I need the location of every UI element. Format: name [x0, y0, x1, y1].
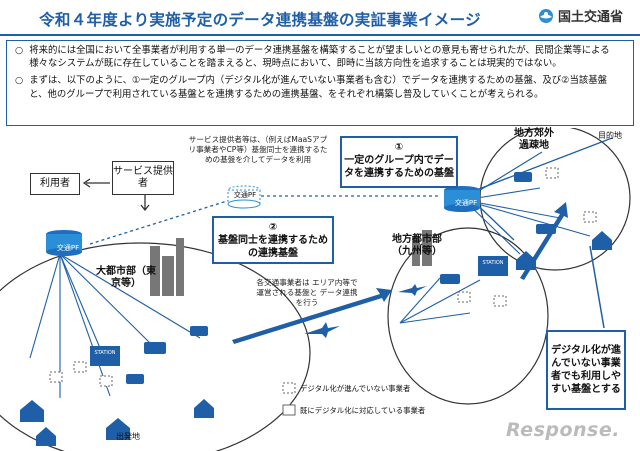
- arrow-to-user-icon: [82, 178, 110, 188]
- user-box: 利用者: [30, 173, 80, 195]
- regional-city-label: 地方都市部（九州等）: [392, 234, 442, 257]
- regional-city-area: [387, 227, 549, 405]
- inter-platform-box: ② 基盤同士を連携するための連携基盤: [212, 216, 334, 264]
- station-label: STATION: [94, 350, 116, 356]
- box-number: ②: [268, 222, 278, 233]
- box-text: 基盤同士を連携するための連携基盤: [218, 235, 328, 259]
- note-item: ○ まずは、以下のように、①一定のグループ内（デジタル化が進んでいない事業者も含…: [15, 74, 625, 100]
- dashed-cylinder-icon: [282, 382, 296, 394]
- digital-note-box: デジタル化が進んでいない事業者でも利用しやすい基盤とする: [546, 330, 626, 410]
- header-rule: [0, 34, 640, 36]
- pf-label-large: 交通PF: [56, 244, 80, 252]
- arrow-down-icon: [140, 195, 150, 211]
- note-text: 将来的には全国において全事業者が利用する単一のデータ連携基盤を構築することが望ま…: [29, 45, 610, 70]
- box-text: 一定のグループ内でデータを連携するための基盤: [344, 155, 454, 179]
- response-watermark: Response.: [506, 419, 620, 441]
- rural-label: 地方郊外過疎地: [514, 128, 554, 151]
- box-number: ①: [394, 142, 404, 153]
- group-platform-box: ① 一定のグループ内でデータを連携するための基盤: [340, 136, 458, 188]
- note-item: ○ 将来的には全国において全事業者が利用する単一のデータ連携基盤を構築することが…: [15, 44, 625, 70]
- legend-non-digital: デジタル化が進んでいない事業者: [282, 382, 410, 394]
- destination-label: 目的地: [598, 131, 622, 140]
- house-icons: [20, 231, 612, 446]
- note-bullet: ○: [15, 75, 24, 87]
- notes-box: ○ 将来的には全国において全事業者が利用する単一のデータ連携基盤を構築することが…: [6, 40, 634, 126]
- diagram-canvas: [0, 128, 631, 451]
- mlit-logo-icon: [539, 8, 553, 23]
- large-city-area: [0, 242, 311, 451]
- operators-callout: 各交通事業者は エリア内等で運営される基盤と データ連携を行う: [256, 278, 358, 307]
- note-text: まずは、以下のように、①一定のグループ内（デジタル化が進んでいない事業者も含む）…: [29, 75, 607, 100]
- pf-label-regional: 交通PF: [454, 199, 478, 207]
- legend-text: デジタル化が進んでいない事業者: [300, 383, 411, 393]
- service-callout: サービス提供者等は、（例えばMaaSアプリ事業者やCP等）基盤同士を連携するため…: [188, 135, 328, 164]
- note-bullet: ○: [15, 45, 24, 56]
- station-label-regional: STATION: [482, 260, 504, 266]
- note-arrow: [589, 245, 605, 329]
- agency-brand: 国土交通省: [538, 6, 623, 25]
- database-cylinders: [46, 185, 480, 256]
- connection-lines: [89, 137, 613, 245]
- pf-label-link: 交通PF: [233, 191, 257, 199]
- legend-digital: 既にデジタル化に対応している事業者: [282, 404, 425, 416]
- header-bar: 令和４年度より実施予定のデータ連携基盤の実証事業イメージ 国土交通省: [0, 0, 640, 38]
- legend-text: 既にデジタル化に対応している事業者: [300, 405, 426, 415]
- agency-name: 国土交通省: [558, 10, 624, 25]
- vehicle-icons: [126, 172, 556, 384]
- page-title: 令和４年度より実施予定のデータ連携基盤の実証事業イメージ: [39, 11, 481, 29]
- operator-cylinders: [49, 167, 597, 387]
- solid-cylinder-icon: [282, 404, 296, 416]
- station-blocks: [90, 256, 508, 366]
- building-icons: [150, 230, 432, 296]
- origin-label: 出発地: [116, 432, 140, 441]
- service-provider-box: サービス提供者: [112, 161, 174, 195]
- airplane-icon: [304, 284, 427, 338]
- large-city-label: 大都市部（東京等）: [96, 266, 156, 289]
